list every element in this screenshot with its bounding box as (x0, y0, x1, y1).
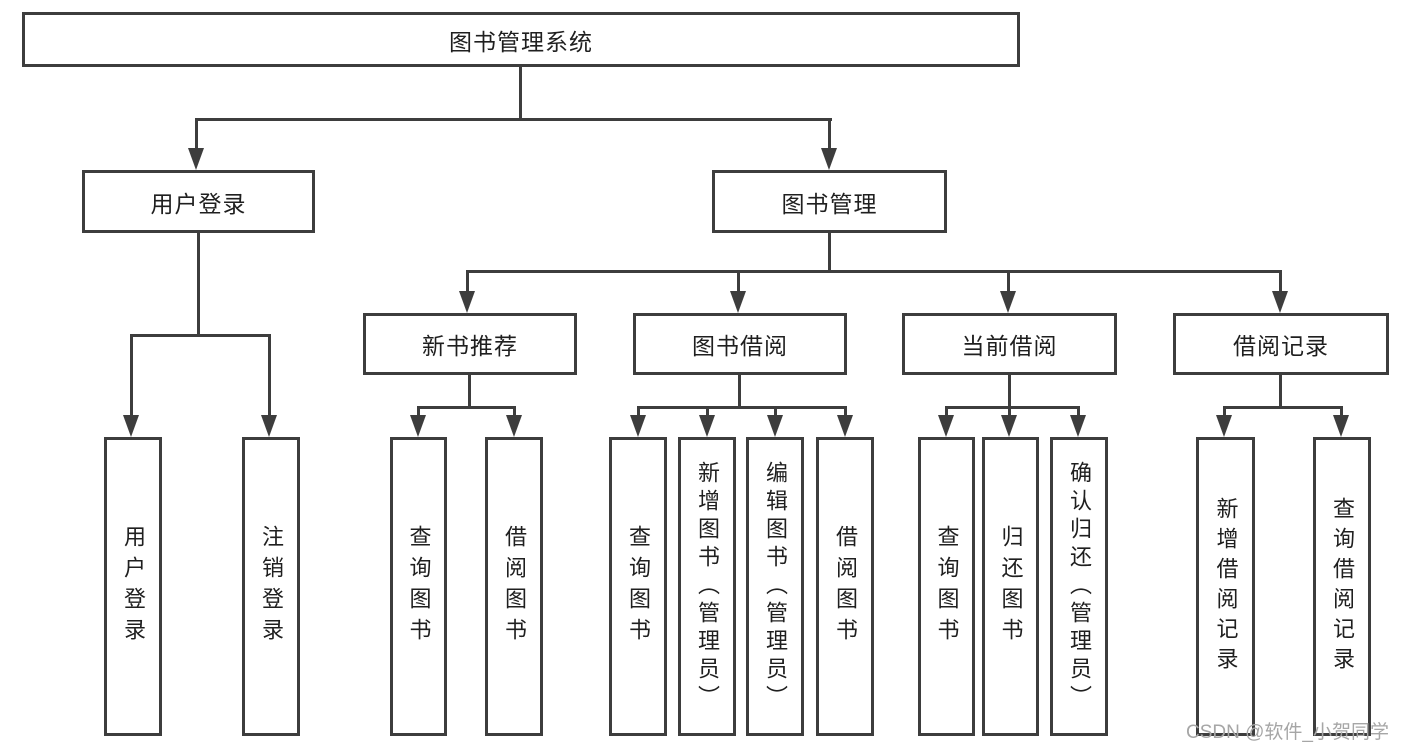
arrow-down-to-query-borrow-record (1333, 406, 1349, 437)
arrow-down-to-logout-action (261, 334, 277, 437)
node-return-books-label: 归还图书 (998, 524, 1024, 649)
connector-new-book-stem (468, 373, 471, 408)
connector-user-login-stem (197, 231, 200, 336)
node-query-borrow-record: 查询借阅记录 (1313, 437, 1371, 736)
node-borrow-books-borrow-label: 借阅图书 (833, 524, 858, 649)
node-query-books-current-label: 查询图书 (934, 524, 960, 649)
connector-book-management-stem (828, 231, 831, 272)
node-book-management: 图书管理 (712, 170, 947, 233)
node-new-book-recommend: 新书推荐 (363, 313, 577, 375)
node-borrow-books-recommend-label: 借阅图书 (502, 524, 527, 649)
node-user-login-action-label: 用户登录 (121, 524, 146, 649)
node-borrow-books-borrow: 借阅图书 (816, 437, 874, 736)
node-borrow-records: 借阅记录 (1173, 313, 1389, 375)
connector-book-borrowing-bar (637, 406, 847, 409)
node-add-borrow-record-label: 新增借阅记录 (1213, 496, 1239, 677)
node-query-books-borrow: 查询图书 (609, 437, 667, 736)
arrow-down-to-borrow-records (1272, 270, 1288, 313)
arrow-down-to-confirm-return (1070, 406, 1086, 437)
arrow-down-to-user-login-action (123, 334, 139, 437)
node-query-borrow-record-label: 查询借阅记录 (1330, 496, 1355, 677)
arrow-down-to-current-borrowing (1000, 270, 1016, 313)
node-add-books-admin-label: 新增图书（管理员） (695, 460, 720, 713)
node-book-borrowing: 图书借阅 (633, 313, 847, 375)
node-add-books-admin: 新增图书（管理员） (678, 437, 736, 736)
connector-user-login-bar (130, 334, 271, 337)
arrow-down-to-return-books (1001, 406, 1017, 437)
node-library-management-system: 图书管理系统 (22, 12, 1020, 67)
arrow-down-to-book-borrowing (730, 270, 746, 313)
connector-root-stem (519, 64, 522, 120)
connector-borrow-records-stem (1279, 373, 1282, 408)
arrow-down-to-query-books-current (938, 406, 954, 437)
arrow-down-to-add-books (699, 406, 715, 437)
connector-book-management-bar (466, 270, 1282, 273)
arrow-down-to-borrow-books-recommend (506, 406, 522, 437)
node-logout-action: 注销登录 (242, 437, 300, 736)
node-add-borrow-record: 新增借阅记录 (1196, 437, 1255, 736)
node-edit-books-admin-label: 编辑图书（管理员） (763, 460, 788, 713)
connector-borrow-records-bar (1223, 406, 1342, 409)
connector-root-bar (196, 118, 832, 121)
arrow-down-to-edit-books (767, 406, 783, 437)
node-edit-books-admin: 编辑图书（管理员） (746, 437, 804, 736)
arrow-down-to-borrow-books-borrow (837, 406, 853, 437)
arrow-down-to-query-books-recommend (410, 406, 426, 437)
connector-book-borrowing-stem (738, 373, 741, 408)
connector-current-borrowing-stem (1008, 373, 1011, 408)
arrow-down-to-query-books-borrow (630, 406, 646, 437)
arrow-down-to-add-borrow-record (1216, 406, 1232, 437)
node-confirm-return-admin-label: 确认归还（管理员） (1067, 460, 1092, 713)
node-user-login-action: 用户登录 (104, 437, 162, 736)
node-user-login: 用户登录 (82, 170, 315, 233)
connector-current-borrowing-bar (945, 406, 1080, 409)
arrow-down-to-new-book-recommend (459, 270, 475, 313)
node-return-books: 归还图书 (982, 437, 1039, 736)
node-query-books-current: 查询图书 (918, 437, 975, 736)
node-query-books-recommend-label: 查询图书 (406, 524, 432, 649)
node-confirm-return-admin: 确认归还（管理员） (1050, 437, 1108, 736)
node-query-books-recommend: 查询图书 (390, 437, 447, 736)
node-query-books-borrow-label: 查询图书 (626, 524, 651, 649)
connector-new-book-bar (417, 406, 516, 409)
arrow-down-to-user-login (188, 118, 204, 170)
node-current-borrowing: 当前借阅 (902, 313, 1117, 375)
node-borrow-books-recommend: 借阅图书 (485, 437, 543, 736)
csdn-watermark: CSDN @软件_小贺同学 (1186, 722, 1389, 743)
node-logout-action-label: 注销登录 (259, 524, 284, 649)
arrow-down-to-book-management (821, 118, 837, 170)
